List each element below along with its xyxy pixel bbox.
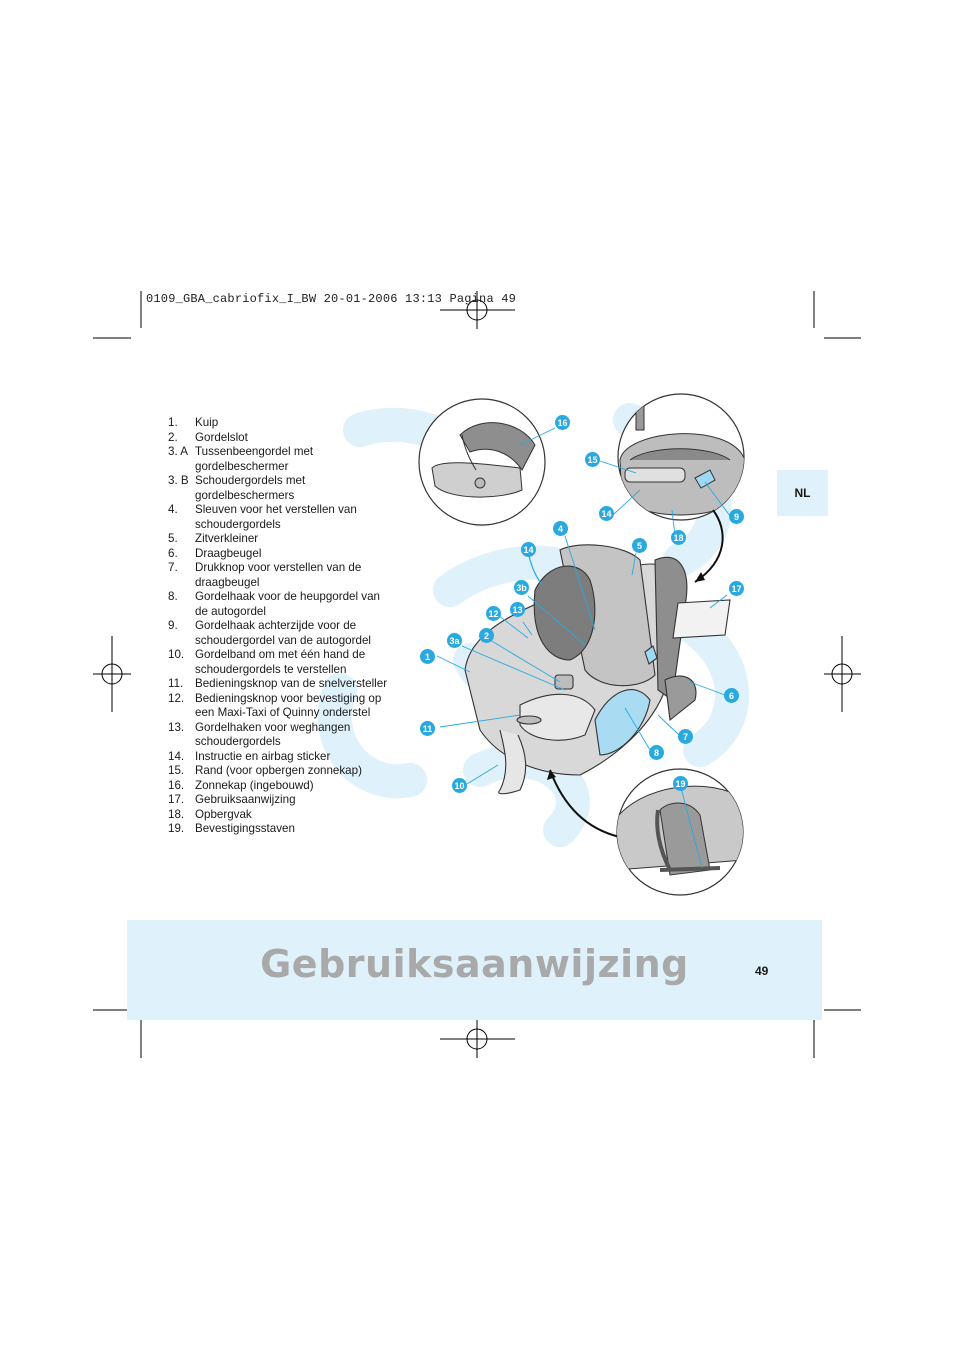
list-item: 6.Draagbeugel <box>168 546 262 560</box>
print-slug: 0109_GBA_cabriofix_I_BW 20-01-2006 13:13… <box>146 292 517 306</box>
callout-3b: 3b <box>514 580 529 595</box>
list-item: 1.Kuip <box>168 416 219 429</box>
callout-6: 6 <box>724 688 739 703</box>
callout-4: 4 <box>553 521 568 536</box>
list-item: 7.Drukknop voor verstellen van de draagb… <box>168 561 362 589</box>
list-item: 16.Zonnekap (ingebouwd) <box>168 778 314 792</box>
callout-11: 11 <box>420 721 435 736</box>
callout-18: 18 <box>671 530 686 545</box>
list-item: 17.Gebruiksaanwijzing <box>168 793 296 806</box>
callout-15: 15 <box>585 452 600 467</box>
callout-14: 14 <box>599 506 614 521</box>
callout-2: 2 <box>479 628 494 643</box>
list-item: 14.Instructie en airbag sticker <box>168 749 331 763</box>
list-item: 8.Gordelhaak voor de heupgordel van de a… <box>168 590 380 618</box>
callout-19: 19 <box>673 776 688 791</box>
callout-7: 7 <box>678 729 693 744</box>
callout-8: 8 <box>649 745 664 760</box>
page-title: Gebruiksaanwijzing <box>260 942 689 986</box>
list-item: 9.Gordelhaak achterzijde voor de schoude… <box>168 619 371 647</box>
page-number: 49 <box>755 964 769 978</box>
callout-1: 1 <box>420 649 435 664</box>
callout-17: 17 <box>729 581 744 596</box>
list-item: 11.Bedieningsknop van de snelversteller <box>168 677 388 690</box>
list-item: 15.Rand (voor opbergen zonnekap) <box>168 764 362 777</box>
list-item: 13.Gordelhaken voor weghangen schoudergo… <box>168 720 351 749</box>
car-seat-illustration <box>418 393 745 896</box>
list-item: 5.Zitverkleiner <box>168 532 259 545</box>
language-tab: NL <box>777 470 828 516</box>
callout-16: 16 <box>555 415 570 430</box>
list-item: 4.Sleuven voor het verstellen van schoud… <box>168 503 357 531</box>
callout-10: 10 <box>452 778 467 793</box>
callout-5: 5 <box>632 538 647 553</box>
callout-14: 14 <box>521 542 536 557</box>
list-item: 18.Opbergvak <box>168 807 252 821</box>
callout-9: 9 <box>729 509 744 524</box>
list-item: 19.Bevestigingsstaven <box>168 822 295 835</box>
list-item: 12.Bedieningsknop voor bevestiging op ee… <box>168 691 382 720</box>
callout-3a: 3a <box>447 633 462 648</box>
list-item: 2.Gordelslot <box>168 430 248 444</box>
callout-12: 12 <box>486 606 501 621</box>
title-band: Gebruiksaanwijzing <box>127 920 822 1020</box>
list-item: 10.Gordelband om met één hand de schoude… <box>168 648 366 676</box>
callout-13: 13 <box>510 602 525 617</box>
